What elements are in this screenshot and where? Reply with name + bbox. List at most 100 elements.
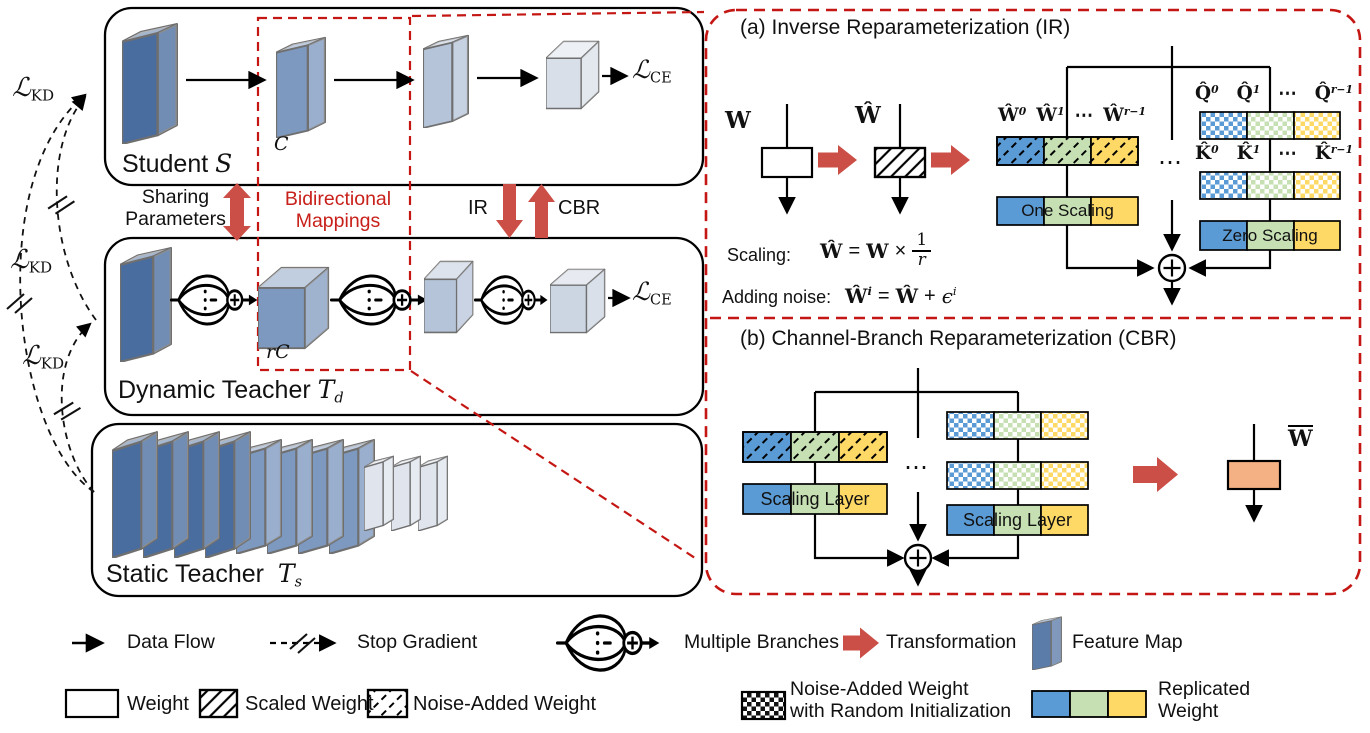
adding-noise-label: Adding noise: bbox=[722, 287, 832, 307]
ir-label: IR bbox=[468, 197, 488, 219]
scaling-layer-label: Scaling Layer bbox=[760, 488, 870, 509]
feature-map-slab bbox=[391, 455, 421, 531]
kd-loss-curves bbox=[19, 93, 97, 493]
random-init-q-bar bbox=[1199, 111, 1341, 140]
panel-a-art bbox=[760, 46, 1341, 306]
multiple-branches-icon bbox=[330, 274, 428, 326]
feature-map-slab bbox=[122, 22, 178, 144]
feature-map-slab bbox=[423, 34, 469, 128]
noise-added-weight-box-icon bbox=[366, 688, 409, 719]
zoom-connector-top bbox=[411, 10, 705, 18]
channel-c-label: C bbox=[274, 133, 289, 155]
model-boxes bbox=[90, 6, 705, 598]
weight-w-label: W bbox=[725, 107, 751, 134]
zero-scaling-bar bbox=[1199, 220, 1341, 251]
feature-map-cube bbox=[546, 40, 600, 110]
feature-map-slab bbox=[276, 36, 326, 138]
plus-merge-icon bbox=[1157, 253, 1187, 283]
scaling-layer-bar-right bbox=[946, 504, 1089, 536]
legend-scaled-weight-label: Scaled Weight bbox=[245, 693, 374, 715]
scaling-layer-bar-left bbox=[742, 483, 888, 515]
k-hat-token-row: K̂0 K̂1 ⋯ K̂r−1 bbox=[1195, 143, 1353, 164]
dynamic-teacher-box bbox=[103, 236, 705, 417]
random-init-k-bar bbox=[1199, 171, 1341, 200]
transform-arrows bbox=[223, 183, 555, 241]
stop-gradient-marks bbox=[5, 192, 83, 424]
stop-gradient-curve-static-to-student bbox=[19, 93, 95, 493]
student-title: Student S bbox=[122, 149, 233, 179]
sharing-parameters-arrow bbox=[223, 183, 251, 241]
feature-map-slab bbox=[418, 455, 448, 531]
feature-map-icon bbox=[1032, 616, 1062, 670]
transformation-arrow-icon bbox=[843, 627, 879, 659]
w-bar-label: W bbox=[1288, 425, 1313, 452]
random-init-weight-box-icon bbox=[740, 690, 787, 721]
zoom-region-dashed bbox=[256, 8, 1362, 596]
dynamic-teacher-row bbox=[120, 246, 631, 362]
stop-gradient-curve-static-to-dynamic bbox=[60, 322, 95, 493]
ce-loss-label: ℒCE bbox=[632, 55, 672, 87]
random-init-bar-top bbox=[946, 411, 1089, 440]
transformation-arrow bbox=[1133, 457, 1178, 492]
scaled-weight-box-icon bbox=[198, 688, 239, 719]
panel-b-title: (b) Channel-Branch Reparameterization (C… bbox=[740, 327, 1177, 350]
cbr-up-arrow bbox=[528, 184, 555, 238]
merged-weight-box bbox=[1226, 459, 1282, 491]
legend-multiple-branches-label: Multiple Branches bbox=[684, 631, 839, 653]
feature-map-cube bbox=[424, 260, 474, 334]
weight-box-icon bbox=[64, 688, 120, 719]
legend-noise-added-weight-label: Noise-Added Weight bbox=[413, 693, 597, 715]
kd-loss-label: ℒKD bbox=[12, 73, 55, 105]
legend-transformation-label: Transformation bbox=[886, 631, 1017, 653]
feature-map-cube bbox=[258, 266, 330, 350]
kd-loss-label: ℒKD bbox=[22, 341, 65, 373]
feature-map-slab bbox=[120, 246, 172, 362]
branch-ellipsis: ⋯ bbox=[1158, 149, 1182, 176]
stop-gradient-slash-icon bbox=[46, 192, 77, 218]
cbr-label: CBR bbox=[558, 197, 601, 219]
scaling-label: Scaling: bbox=[727, 245, 792, 265]
static-teacher-title: Static Teacher Ts bbox=[106, 559, 303, 591]
replicated-weight-bar-icon bbox=[1031, 690, 1147, 718]
scaled-weight-box bbox=[873, 146, 927, 179]
feature-map-slab bbox=[112, 431, 158, 558]
zoom-connector-bottom bbox=[410, 370, 699, 561]
ir-down-arrow bbox=[496, 184, 523, 238]
noise-added-replicated-bar bbox=[996, 136, 1139, 166]
one-scaling-bar bbox=[996, 196, 1139, 226]
detail-panel-border bbox=[704, 8, 1362, 596]
multiple-branches-icon bbox=[170, 274, 258, 326]
student-box bbox=[103, 6, 705, 187]
dynamic-teacher-title: Dynamic Teacher Td bbox=[118, 375, 344, 407]
static-teacher-box bbox=[90, 422, 704, 598]
random-init-bar-bottom bbox=[946, 461, 1089, 490]
feature-map-slab bbox=[364, 455, 394, 531]
stop-gradient-curve-dynamic-to-student bbox=[55, 95, 97, 321]
multiple-branches-icon bbox=[556, 614, 660, 672]
weight-box bbox=[760, 146, 814, 179]
weight-w-hat-label: Ŵ bbox=[855, 102, 881, 129]
panel-b-art bbox=[742, 368, 1282, 587]
legend-data-flow-label: Data Flow bbox=[127, 631, 215, 653]
legend-weight-label: Weight bbox=[127, 693, 189, 715]
plus-merge-icon bbox=[903, 543, 933, 573]
legend-icons bbox=[64, 614, 1147, 721]
student-row bbox=[122, 22, 629, 144]
scaling-layer-label: Scaling Layer bbox=[962, 509, 1073, 530]
one-scaling-label: One Scaling bbox=[1021, 201, 1114, 221]
legend-stop-gradient-label: Stop Gradient bbox=[357, 631, 478, 653]
stop-gradient-slash-icon bbox=[5, 292, 34, 315]
transformation-arrow bbox=[931, 145, 970, 175]
bidirectional-mapping-region bbox=[256, 16, 412, 372]
transformation-arrow bbox=[818, 145, 857, 175]
ce-loss-label: ℒCE bbox=[632, 277, 672, 309]
